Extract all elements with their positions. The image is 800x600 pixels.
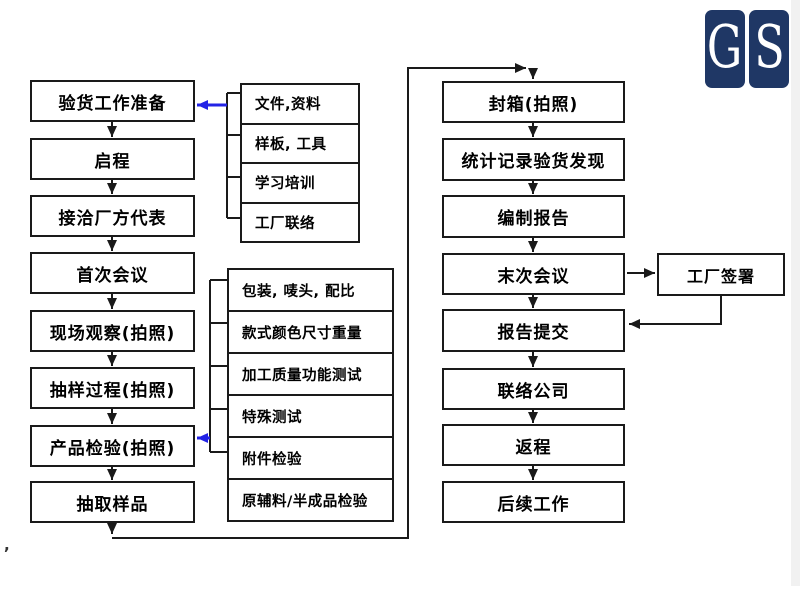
flow-step-first-meeting: 首次会议: [30, 252, 195, 294]
checklist-item-style-color-size: 款式颜色尺寸重量: [229, 310, 392, 352]
prep-group-bracket: [226, 92, 240, 219]
checklist-item-quality-function: 加工质量功能测试: [229, 352, 392, 394]
flow-step-follow-up: 后续工作: [442, 481, 625, 523]
footnote-comma-mark: ,: [4, 536, 10, 554]
flow-step-departure: 启程: [30, 138, 195, 180]
logo-tile-s: S: [749, 10, 789, 88]
prep-checklist-group: 文件,资料 样板, 工具 学习培训 工厂联络: [240, 83, 360, 243]
checklist-item-training: 学习培训: [242, 162, 358, 202]
checklist-item-documents: 文件,资料: [255, 97, 322, 114]
checklist-item-factory-liaison: 工厂联络: [242, 201, 358, 242]
flow-step-take-samples: 抽取样品: [30, 481, 195, 523]
flow-step-site-observation: 现场观察(拍照): [30, 310, 195, 352]
gs-logo: G S: [705, 10, 789, 88]
flow-step-report-submission: 报告提交: [442, 309, 625, 352]
flow-box-factory-signature: 工厂签署: [657, 253, 785, 296]
flow-step-final-meeting: 末次会议: [442, 253, 625, 295]
flow-step-seal-box: 封箱(拍照): [442, 81, 625, 123]
checklist-item-accessory-check: 附件检验: [229, 436, 392, 478]
checklist-item-samples-tools: 样板, 工具: [242, 122, 358, 163]
slide-edge-strip: [791, 0, 800, 586]
flow-step-compile-report: 编制报告: [442, 195, 625, 238]
checklist-item-raw-material-check: 原辅料/半成品检验: [229, 478, 392, 520]
flow-step-record-findings: 统计记录验货发现: [442, 138, 625, 181]
checklist-item-packaging-marks: 包装, 唛头, 配比: [242, 283, 356, 300]
flow-step-product-inspection: 产品检验(拍照): [30, 425, 195, 467]
checklist-item-special-tests: 特殊测试: [229, 394, 392, 436]
flow-step-contact-company: 联络公司: [442, 368, 625, 410]
flow-step-sampling-process: 抽样过程(拍照): [30, 367, 195, 409]
logo-tile-g: G: [705, 10, 745, 88]
inspection-group-bracket: [209, 279, 227, 453]
logo-letter-s: S: [753, 11, 785, 82]
inspection-checklist-group: 包装, 唛头, 配比 款式颜色尺寸重量 加工质量功能测试 特殊测试 附件检验 原…: [227, 268, 394, 522]
flow-step-meet-factory-rep: 接洽厂方代表: [30, 195, 195, 237]
logo-letter-g: G: [707, 11, 743, 82]
flow-step-return-trip: 返程: [442, 424, 625, 466]
flow-step-prep-work: 验货工作准备: [30, 80, 195, 122]
